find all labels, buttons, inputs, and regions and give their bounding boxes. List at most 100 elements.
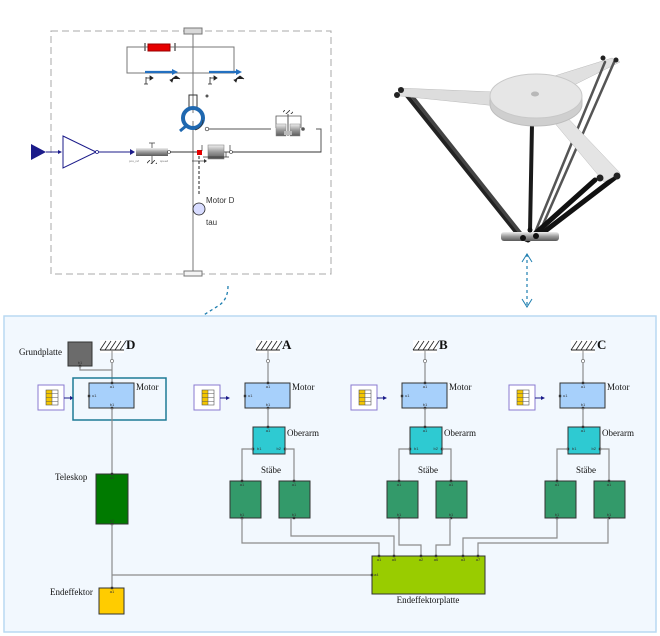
motor-label: Motor xyxy=(607,382,630,392)
port-label-b1: b1 xyxy=(555,512,560,517)
port-label-b1: b1 xyxy=(110,402,115,407)
port-label-a1: a1 xyxy=(555,482,560,487)
port-label-speed: speed xyxy=(160,159,169,163)
rod-block-1[interactable]: a1 b1 xyxy=(544,479,577,520)
torque-connector[interactable] xyxy=(197,150,202,155)
port-label-a1: a1 xyxy=(110,589,115,594)
port-label-b1: b1 xyxy=(78,360,83,365)
port-label-a5: a5 xyxy=(392,557,397,562)
ground-plate-block[interactable]: b1 xyxy=(67,341,93,368)
port-label-b2: b2 xyxy=(277,446,282,451)
rod-block-1[interactable]: a1 b1 xyxy=(229,479,262,520)
port-label-a1: a1 xyxy=(423,384,428,389)
port-label-b1: b1 xyxy=(572,446,577,451)
ground-port[interactable] xyxy=(266,359,270,363)
port-label-a4: a4 xyxy=(374,572,379,577)
end-effector-block[interactable]: a1 xyxy=(98,586,125,615)
rod-block-2[interactable]: a1 b1 xyxy=(593,479,626,520)
port-label-a1: a1 xyxy=(240,482,245,487)
port-label-a1: a1 xyxy=(581,384,586,389)
spring-damper-icon[interactable] xyxy=(147,43,171,52)
ground-port[interactable] xyxy=(581,359,585,363)
upper-arm-label: Oberarm xyxy=(287,428,319,438)
lookup-table-icon[interactable] xyxy=(37,384,65,411)
port-label-a1: a1 xyxy=(397,482,402,487)
port-label-u1: u1 xyxy=(563,393,568,398)
port-label-a1: a1 xyxy=(266,384,271,389)
port-label-a2: a2 xyxy=(419,557,424,562)
rods-label: Stäbe xyxy=(576,465,596,475)
port-label-a1: a1 xyxy=(449,482,454,487)
gain-block-icon[interactable] xyxy=(62,135,98,169)
torque-input-icon[interactable] xyxy=(192,202,206,216)
revolute-joint-icon[interactable] xyxy=(179,94,205,133)
upper-arm-label: Oberarm xyxy=(602,428,634,438)
port-label-a1: a1 xyxy=(377,557,382,562)
port-label-a1: a1 xyxy=(607,482,612,487)
motor-label: Motor xyxy=(292,382,315,392)
arm-label-a: A xyxy=(282,337,292,352)
ground-port[interactable] xyxy=(423,359,427,363)
lookup-table-icon[interactable] xyxy=(193,384,221,411)
selected-motor-highlight xyxy=(72,377,167,421)
upper-arm-block[interactable]: a1 b1 b2 xyxy=(408,425,444,455)
port-label-b1: b1 xyxy=(607,512,612,517)
port-label-u1: u1 xyxy=(405,393,410,398)
rods-label: Stäbe xyxy=(418,465,438,475)
actuator-icon[interactable]: pos_ref speed xyxy=(129,142,171,164)
port-label-a3: a3 xyxy=(461,557,466,562)
motor-block[interactable]: a1 u1 b1 xyxy=(558,381,606,410)
rods-label: Stäbe xyxy=(261,465,281,475)
flange-bottom[interactable] xyxy=(183,270,203,277)
prismatic-group xyxy=(126,43,245,98)
port-label-b1: b1 xyxy=(110,518,115,523)
bearing-icon[interactable] xyxy=(275,110,305,137)
flange-top[interactable] xyxy=(183,27,203,35)
port-label-b1: b1 xyxy=(581,402,586,407)
tau-label: tau xyxy=(206,218,217,227)
upper-arm-label: Oberarm xyxy=(444,428,476,438)
ground-port[interactable] xyxy=(110,359,114,363)
arm-label-c: C xyxy=(597,337,606,352)
port-label-a6: a6 xyxy=(434,557,439,562)
arm-label-d: D xyxy=(126,337,135,352)
lookup-table-icon[interactable] xyxy=(508,384,536,411)
motor-label: Motor xyxy=(136,382,159,392)
port-label-a1: a1 xyxy=(581,428,586,433)
port-label-b2: b2 xyxy=(434,446,439,451)
port-label-a1: a1 xyxy=(423,428,428,433)
motor-label: Motor xyxy=(449,382,472,392)
end-effector-label: Endeffektor xyxy=(50,587,93,597)
lookup-table-icon[interactable] xyxy=(350,384,378,411)
input-port-icon[interactable] xyxy=(31,144,46,160)
port-label-b1: b1 xyxy=(414,446,419,451)
port-label-pos-ref: pos_ref xyxy=(129,159,139,163)
telescope-label: Teleskop xyxy=(55,472,88,482)
port-label-a1: a1 xyxy=(110,384,115,389)
port-label-b1: b1 xyxy=(449,512,454,517)
ground-plate-label: Grundplatte xyxy=(19,347,62,357)
rod-block-2[interactable]: a1 b1 xyxy=(435,479,468,520)
link-arrows xyxy=(135,253,533,358)
port-label-u1: u1 xyxy=(248,393,253,398)
motor-cylinder-icon[interactable] xyxy=(192,144,233,163)
port-label-a1: a1 xyxy=(292,482,297,487)
motor-d-label: Motor D xyxy=(206,196,235,205)
port-label-b1: b1 xyxy=(240,512,245,517)
